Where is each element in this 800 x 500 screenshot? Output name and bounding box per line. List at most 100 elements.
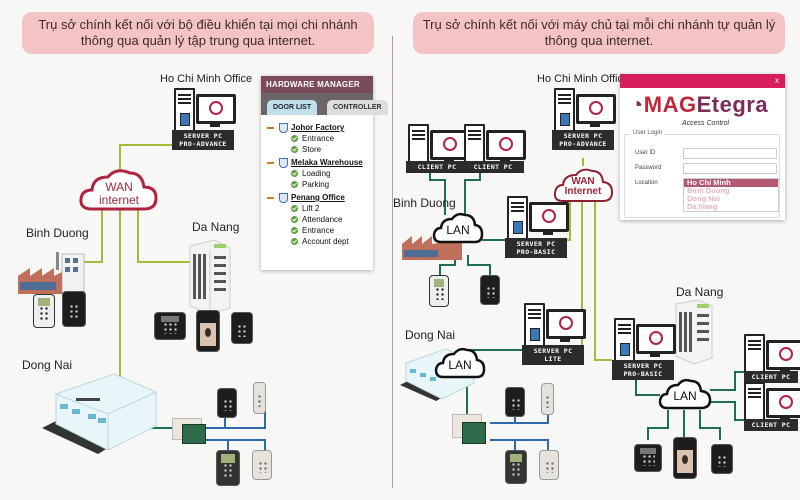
location-label: Location	[635, 180, 658, 186]
cloud-icon	[434, 347, 486, 379]
check-icon	[291, 205, 298, 212]
slim-reader	[541, 383, 554, 415]
keypad-reader	[480, 275, 500, 305]
keypad-reader	[62, 291, 86, 327]
user-login-legend: User Login	[631, 130, 665, 136]
shield-icon	[279, 192, 288, 203]
pc-tower-icon	[464, 124, 485, 168]
link-lan-device2	[467, 255, 491, 275]
left-banner: Trụ sở chính kết nối với bộ điều khiển t…	[22, 12, 374, 54]
link-wan-danang-server	[594, 200, 612, 361]
pc-tower-icon	[524, 303, 545, 347]
controller-board-icon	[172, 418, 206, 444]
collapse-icon	[267, 196, 274, 199]
factory-icon	[16, 250, 88, 300]
close-icon[interactable]: x	[775, 76, 779, 85]
tab-door-list[interactable]: DOOR LIST	[267, 100, 318, 115]
user-login-group: User Login User ID Password Location Ho …	[624, 130, 780, 218]
door-item[interactable]: Lift 2	[267, 203, 367, 214]
monitor-icon	[196, 94, 236, 124]
user-id-label: User ID	[635, 150, 656, 156]
client-pc-tag: CLIENT PC	[406, 161, 468, 173]
check-icon	[291, 146, 298, 153]
left-server-tag: SERVER PC PRO-ADVANCE	[172, 130, 234, 150]
right-banner-line1: Trụ sở chính kết nối với máy chủ tại mỗi…	[422, 17, 776, 32]
collapse-icon	[267, 126, 274, 129]
user-id-input[interactable]	[683, 148, 777, 159]
door-item[interactable]: Attendance	[267, 214, 367, 225]
location-option[interactable]: Dong Nai	[687, 194, 720, 203]
office-tower-icon	[668, 298, 720, 368]
hardware-manager-title: HARDWARE MANAGER	[261, 76, 373, 93]
keypad-reader	[231, 312, 253, 344]
card-reader-keypad	[429, 275, 449, 307]
cloud-icon	[553, 168, 614, 202]
location-select[interactable]: Ho Chi Minh Binh Duong Dong Nai Da Nang	[683, 178, 779, 212]
right-hq-server-tag: SERVER PC PRO-ADVANCE	[552, 130, 614, 150]
link-client2-lan	[464, 170, 481, 215]
right-danang-label: Da Nang	[676, 285, 724, 299]
lcd-keypad-terminal	[505, 450, 527, 484]
link-lan-client2-dn	[710, 401, 745, 421]
danang-lan-cloud: LAN	[658, 376, 712, 412]
monitor-icon	[636, 324, 676, 354]
shield-icon	[279, 122, 288, 133]
face-recognition-terminal	[673, 437, 697, 479]
face-recognition-terminal	[196, 310, 220, 352]
door-item[interactable]: Entrance	[267, 133, 367, 144]
left-banner-line1: Trụ sở chính kết nối với bộ điều khiển t…	[38, 17, 358, 32]
door-item[interactable]: Account dept	[267, 236, 367, 247]
check-icon	[291, 181, 298, 188]
binhduong-lan-cloud: LAN	[432, 210, 484, 246]
cloud-icon	[658, 378, 712, 410]
location-option[interactable]: Da Nang	[687, 202, 718, 211]
card-reader-keypad	[33, 294, 55, 328]
link-hq-wan	[119, 144, 172, 172]
link-lan-dev3-dn	[699, 410, 721, 440]
monitor-icon	[486, 130, 526, 160]
group-melaka[interactable]: Melaka Warehouse	[267, 157, 367, 168]
check-icon	[291, 135, 298, 142]
check-icon	[291, 170, 298, 177]
cloud-icon	[79, 169, 158, 211]
link-client1-lan	[429, 170, 446, 215]
hardware-manager-window: HARDWARE MANAGER DOOR LIST CONTROLLER Jo…	[261, 76, 388, 270]
location-option[interactable]: Binh Duong	[687, 186, 730, 195]
link-ctrl-top-right	[490, 415, 549, 424]
link-ctrl-top-left	[200, 410, 266, 429]
door-item[interactable]: Loading	[267, 168, 367, 179]
client-pc-tag: CLIENT PC	[462, 161, 524, 173]
location-option[interactable]: Ho Chi Minh	[684, 179, 778, 187]
link-ctrl-bot	[200, 439, 266, 450]
monitor-icon	[766, 388, 800, 418]
pc-tower-icon	[614, 318, 635, 362]
monitor-icon	[546, 309, 586, 339]
link-ctrl-bot-r	[490, 439, 549, 450]
monitor-icon	[576, 94, 616, 124]
keypad-reader	[217, 388, 237, 418]
client-pc-tag: CLIENT PC	[744, 371, 798, 383]
group-penang[interactable]: Penang Office	[267, 192, 367, 203]
link-lan-dev1-dn	[647, 410, 669, 440]
door-item[interactable]: Parking	[267, 179, 367, 190]
group-johor[interactable]: Johor Factory	[267, 122, 367, 133]
door-list: Johor Factory Entrance Store Melaka Ware…	[261, 115, 373, 252]
keypad-reader	[711, 444, 733, 474]
door-item[interactable]: Store	[267, 144, 367, 155]
left-danang-label: Da Nang	[192, 220, 240, 234]
link-wan-danang	[137, 208, 190, 263]
brand-subtitle: Access Control	[682, 120, 730, 127]
dongnai-lan-cloud: LAN	[434, 345, 486, 381]
controller-board-icon	[452, 414, 486, 444]
dongnai-server-tag: SERVER PC LITE	[522, 345, 584, 365]
tab-controller[interactable]: CONTROLLER	[327, 100, 388, 115]
left-wan-cloud: WAN internet	[78, 165, 160, 215]
danang-server-tag: SERVER PC PRO-BASIC	[612, 360, 674, 380]
lcd-keypad-terminal	[216, 450, 240, 486]
link-wan-binhduong	[82, 208, 103, 263]
warehouse-icon	[38, 370, 158, 460]
door-item[interactable]: Entrance	[267, 225, 367, 236]
pc-tower-icon	[507, 196, 528, 240]
password-input[interactable]	[683, 163, 777, 174]
